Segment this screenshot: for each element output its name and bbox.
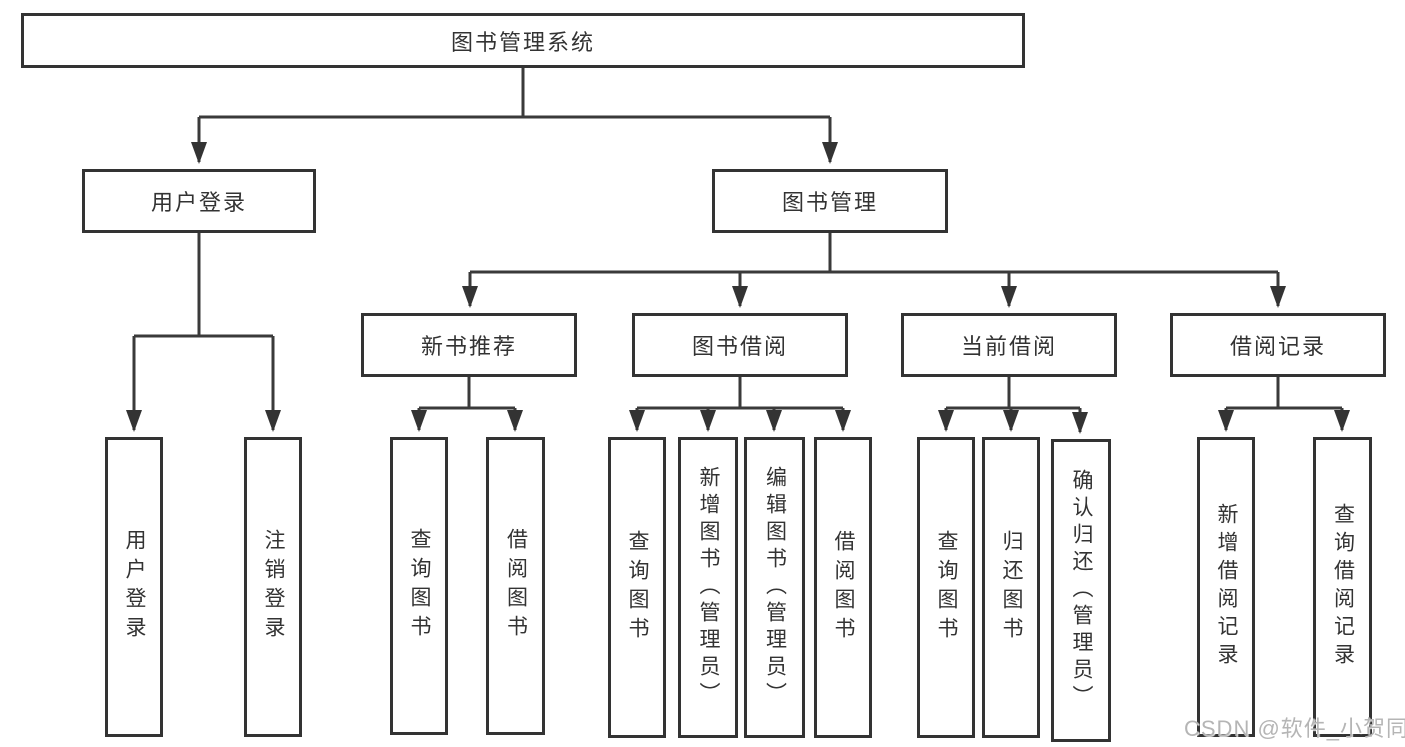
leaf-query-books-recommend: 查询图书 xyxy=(390,437,448,735)
leaf-confirm-return-admin: 确认归还（管理员） xyxy=(1051,439,1111,742)
leaf-add-borrow-record: 新增借阅记录 xyxy=(1197,437,1255,737)
leaf-return-books: 归还图书 xyxy=(982,437,1040,738)
leaf-edit-books-admin: 编辑图书（管理员） xyxy=(744,437,805,738)
node-library-management-system: 图书管理系统 xyxy=(21,13,1025,68)
leaf-query-borrow-record: 查询借阅记录 xyxy=(1313,437,1372,737)
leaf-borrow-books: 借阅图书 xyxy=(814,437,872,738)
node-user-login: 用户登录 xyxy=(82,169,316,233)
leaf-logout: 注销登录 xyxy=(244,437,302,737)
leaf-user-login: 用户登录 xyxy=(105,437,163,737)
node-book-management: 图书管理 xyxy=(712,169,948,233)
csdn-watermark: CSDN @软件_小贺同学 xyxy=(1184,716,1405,741)
node-borrowing-records: 借阅记录 xyxy=(1170,313,1386,377)
node-new-book-recommendation: 新书推荐 xyxy=(361,313,577,377)
node-current-borrowing: 当前借阅 xyxy=(901,313,1117,377)
leaf-add-books-admin: 新增图书（管理员） xyxy=(678,437,738,738)
node-book-borrowing: 图书借阅 xyxy=(632,313,848,377)
leaf-query-books-current: 查询图书 xyxy=(917,437,975,738)
leaf-query-books-borrow: 查询图书 xyxy=(608,437,666,738)
leaf-borrow-books-recommend: 借阅图书 xyxy=(486,437,545,735)
